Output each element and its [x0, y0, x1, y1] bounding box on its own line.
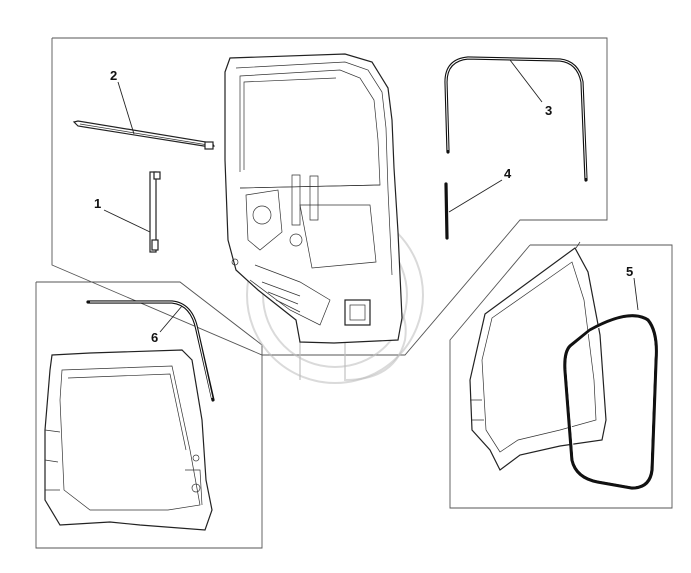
leader-line-6: [159, 305, 183, 333]
part-window-seal: [444, 56, 588, 182]
leader-line-1: [103, 209, 151, 233]
right-door-panel: [469, 241, 607, 471]
callout-1: 1: [94, 196, 101, 211]
callout-2: 2: [110, 68, 117, 83]
part-door-seal: [563, 314, 658, 490]
left-door-panel: [44, 349, 213, 531]
part-bracket: [149, 171, 161, 253]
panel-frame-top: [51, 37, 608, 356]
callout-6: 6: [151, 330, 158, 345]
panel-frame-left: [35, 281, 263, 549]
part-rod: [72, 120, 215, 150]
callout-5: 5: [626, 264, 633, 279]
callout-3: 3: [545, 103, 552, 118]
part-top-seal: [86, 300, 215, 402]
leader-line-2: [117, 81, 135, 135]
leader-line-5: [633, 277, 639, 311]
main-door-panel: [224, 53, 403, 344]
leader-line-3: [509, 59, 543, 103]
callout-4: 4: [504, 166, 512, 181]
leader-line-4: [448, 179, 503, 213]
part-strip: [444, 182, 449, 240]
panel-frame-right: [449, 244, 673, 509]
